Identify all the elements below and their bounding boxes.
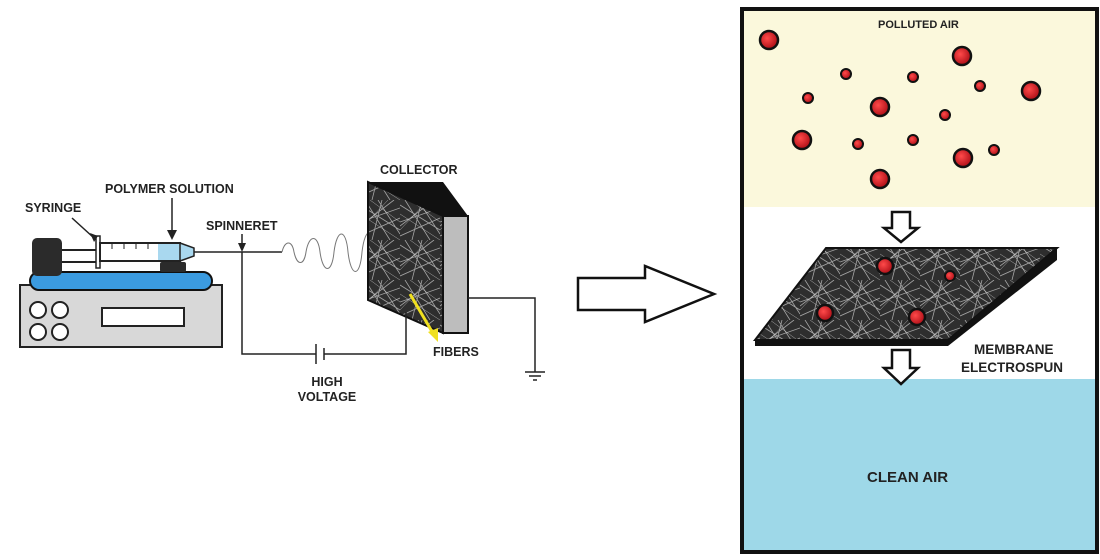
particle-icon — [907, 71, 919, 83]
collector-label: COLLECTOR — [380, 163, 458, 177]
polluted-air-label: POLLUTED AIR — [878, 19, 959, 31]
spinneret-label: SPINNERET — [206, 219, 278, 233]
down-arrow-icon — [880, 348, 922, 386]
down-arrow-icon — [880, 210, 922, 244]
pump-knob — [51, 301, 69, 319]
particle-icon — [815, 303, 835, 323]
syringe-bed — [29, 271, 213, 291]
particle-icon — [840, 68, 852, 80]
process-arrow-icon — [576, 264, 718, 324]
fibers-label: FIBERS — [433, 345, 479, 359]
particle-icon — [974, 80, 986, 92]
high-voltage-label-2: VOLTAGE — [297, 390, 357, 404]
particle-icon — [1020, 80, 1042, 102]
ground-icon — [468, 297, 545, 381]
membrane-label-1: MEMBRANE — [974, 342, 1054, 357]
particle-icon — [875, 256, 895, 276]
collector — [367, 180, 469, 342]
particle-icon — [952, 147, 974, 169]
particle-icon — [802, 92, 814, 104]
collector-plate — [442, 215, 469, 334]
particle-icon — [869, 168, 891, 190]
particle-icon — [939, 109, 951, 121]
particle-icon — [852, 138, 864, 150]
polymer-solution-fill — [158, 244, 180, 260]
pump-knob — [29, 301, 47, 319]
polluted-air-zone — [742, 9, 1097, 207]
particle-icon — [869, 96, 891, 118]
syringe-label: SYRINGE — [25, 201, 82, 215]
particle-icon — [988, 144, 1000, 156]
syringe-pump — [19, 235, 282, 348]
particles — [758, 29, 1042, 190]
pump-knob — [29, 323, 47, 341]
particle-icon — [944, 270, 956, 282]
high-voltage-circuit — [241, 252, 407, 364]
membrane-side-edge — [948, 248, 1057, 346]
polymer-solution-label: POLYMER SOLUTION — [105, 182, 234, 196]
trapped-particles — [815, 256, 956, 327]
high-voltage-label-1: HIGH — [311, 375, 343, 389]
membrane-label-2: ELECTROSPUN — [961, 360, 1064, 375]
fibers-arrow — [408, 293, 436, 336]
particle-icon — [907, 134, 919, 146]
clean-air-zone — [742, 379, 1097, 552]
particle-icon — [791, 129, 813, 151]
particle-icon — [758, 29, 780, 51]
clean-air-label: CLEAN AIR — [867, 469, 949, 486]
pump-knob — [51, 323, 69, 341]
pump-display — [101, 307, 185, 327]
particle-icon — [951, 45, 973, 67]
label-arrows — [71, 198, 246, 252]
membrane-bottom-edge — [755, 340, 948, 346]
particle-icon — [907, 307, 927, 327]
pump-pusher-block — [32, 238, 62, 276]
panel-border — [740, 7, 1099, 554]
filtration-panel — [740, 7, 1099, 554]
